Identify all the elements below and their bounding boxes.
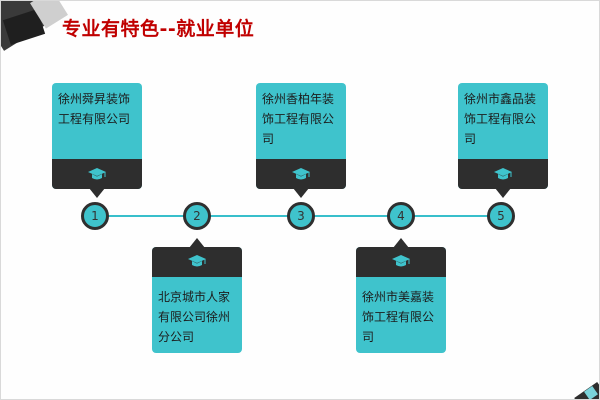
- corner-decoration-bottom: [570, 378, 600, 400]
- timeline-node-5: 5: [487, 202, 515, 230]
- employer-name-1: 徐州舜昇装饰 工程有限公司: [58, 92, 131, 126]
- employer-card-3: 徐州香柏年装 饰工程有限公 司: [256, 83, 346, 198]
- timeline-node-3: 3: [287, 202, 315, 230]
- card-band: [458, 159, 548, 198]
- timeline-node-2: 2: [183, 202, 211, 230]
- employer-card-5: 徐州市鑫品装 饰工程有限公 司: [458, 83, 548, 198]
- graduation-cap-icon: [494, 168, 512, 180]
- employer-card-2: 北京城市人家 有限公司徐州 分公司: [152, 238, 242, 353]
- card-band: [256, 159, 346, 198]
- employer-card-1: 徐州舜昇装饰 工程有限公司: [52, 83, 142, 198]
- timeline-node-1: 1: [81, 202, 109, 230]
- page-title: 专业有特色--就业单位: [62, 18, 255, 40]
- employer-name-4: 徐州市美嘉装 饰工程有限公 司: [362, 290, 435, 344]
- corner-decoration: [0, 0, 70, 52]
- graduation-cap-icon: [292, 168, 310, 180]
- card-band: [152, 238, 242, 277]
- graduation-cap-icon: [88, 168, 106, 180]
- card-band: [52, 159, 142, 198]
- graduation-cap-icon: [188, 255, 206, 267]
- card-band: [356, 238, 446, 277]
- graduation-cap-icon: [392, 255, 410, 267]
- employer-card-4: 徐州市美嘉装 饰工程有限公 司: [356, 238, 446, 353]
- timeline-node-4: 4: [387, 202, 415, 230]
- employer-name-5: 徐州市鑫品装 饰工程有限公 司: [464, 92, 537, 146]
- employer-name-3: 徐州香柏年装 饰工程有限公 司: [262, 92, 335, 146]
- employer-name-2: 北京城市人家 有限公司徐州 分公司: [158, 290, 231, 344]
